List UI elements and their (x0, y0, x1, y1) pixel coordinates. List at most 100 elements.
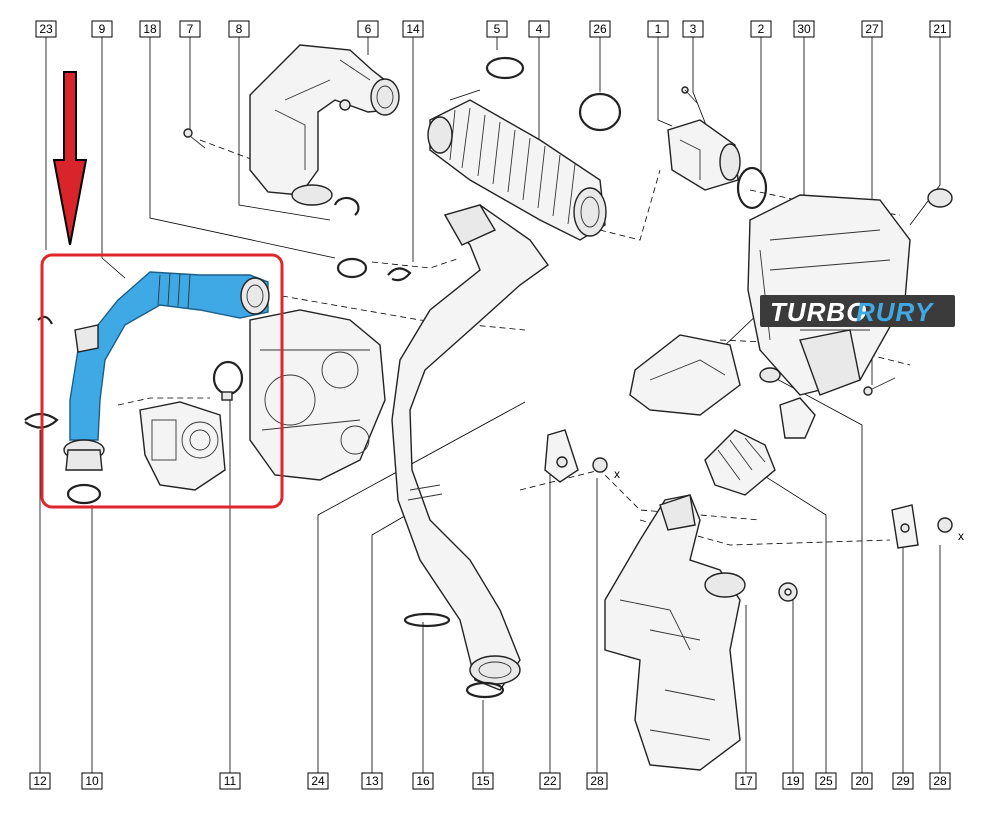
callout-label: 2 (750, 20, 772, 38)
callout-label-text: 20 (855, 774, 869, 788)
grommet-part-20 (759, 367, 781, 383)
callout-label-text: 4 (536, 22, 543, 36)
callout-label: 21 (929, 20, 951, 38)
callout-label-text: 3 (690, 22, 697, 36)
callout-label-text: 21 (933, 22, 947, 36)
callout-label-text: 29 (896, 774, 910, 788)
hose-part-25 (704, 397, 816, 496)
callout-label-text: 15 (476, 774, 490, 788)
seal-ring-part-2 (736, 166, 768, 210)
airflow-meter-part-1 (667, 86, 741, 191)
callout-label-text: 28 (933, 774, 947, 788)
callout-label-text: 9 (99, 22, 106, 36)
callout-label-text: 17 (739, 774, 753, 788)
callout-label-text: 12 (33, 774, 47, 788)
callout-label: 15 (472, 772, 494, 790)
callout-label-text: 18 (143, 22, 157, 36)
callout-label: 17 (735, 772, 757, 790)
callout-label: 1 (647, 20, 669, 38)
callout-label-text: 14 (406, 22, 420, 36)
callout-label: 13 (361, 772, 383, 790)
callout-label: 3 (682, 20, 704, 38)
callout-label-text: 16 (416, 774, 430, 788)
logo-text-part1: TURBO (770, 297, 867, 327)
bracket-part-22 (544, 429, 579, 483)
bottom-callouts: 12 10 11 24 13 16 15 22 28 17 19 25 20 2… (29, 772, 951, 790)
bracket-part-29 (891, 504, 919, 549)
callout-label: 4 (528, 20, 550, 38)
callout-label-text: 13 (365, 774, 379, 788)
callout-label-text: 26 (593, 22, 607, 36)
axis-mark: x (958, 529, 964, 543)
callout-label: 18 (139, 20, 161, 38)
callout-label: 9 (91, 20, 113, 38)
callout-label-text: 1 (655, 22, 662, 36)
callout-label: 6 (357, 20, 379, 38)
intercooler-pipe-part-24-13 (391, 204, 549, 691)
callout-label-text: 2 (758, 22, 765, 36)
axis-mark: x (614, 467, 620, 481)
brand-logo: TURBO RURY (760, 295, 955, 327)
callout-label: 11 (219, 772, 241, 790)
callout-label-text: 19 (786, 774, 800, 788)
callout-label: 26 (589, 20, 611, 38)
callout-label-text: 24 (311, 774, 325, 788)
callout-label: 8 (228, 20, 250, 38)
intake-housing-part-6-8 (249, 44, 400, 216)
logo-text-part2: RURY (856, 297, 935, 327)
callout-label: 7 (179, 20, 201, 38)
callout-label: 25 (815, 772, 837, 790)
hose-clamp-part-26 (578, 92, 622, 132)
callout-label: 23 (35, 20, 57, 38)
callout-label-text: 11 (224, 774, 237, 788)
clip-part-12 (24, 315, 59, 429)
callout-label: 20 (851, 772, 873, 790)
cover-part-30 (629, 334, 741, 416)
corrugated-hose-part-4 (427, 99, 607, 241)
callout-label-text: 7 (187, 22, 194, 36)
callout-label-text: 6 (365, 22, 372, 36)
callout-label-text: 28 (590, 774, 604, 788)
callout-label: 16 (412, 772, 434, 790)
callout-label: 27 (861, 20, 883, 38)
callout-label-text: 27 (865, 22, 879, 36)
callout-label: 28 (586, 772, 608, 790)
callout-label: 5 (486, 20, 508, 38)
callout-label-text: 22 (543, 774, 557, 788)
callout-label-text: 25 (819, 774, 833, 788)
nut-part-28-left: x (592, 457, 620, 481)
clip-part-14 (387, 267, 412, 282)
bolt-part-7 (183, 128, 206, 149)
o-ring-part-10 (66, 483, 102, 505)
callout-label-text: 23 (39, 22, 53, 36)
air-box-part-17 (604, 494, 746, 771)
callout-label-text: 8 (236, 22, 243, 36)
callout-label-text: 10 (85, 774, 99, 788)
callout-label-text: 5 (494, 22, 501, 36)
grommet-part-19 (778, 582, 798, 602)
highlight-frame (40, 253, 284, 509)
seal-part-16 (403, 612, 451, 628)
hose-clamp-part-11 (212, 360, 244, 401)
bolt-part-27 (863, 377, 896, 396)
turbocharger-block (249, 309, 386, 481)
o-ring-part-18 (336, 257, 368, 279)
callout-label: 30 (793, 20, 815, 38)
nut-part-28-right: x (937, 517, 964, 543)
callout-label: 12 (29, 772, 51, 790)
callout-label-text: 30 (797, 22, 811, 36)
callout-label: 14 (402, 20, 424, 38)
throttle-body (139, 401, 226, 491)
callout-label: 24 (307, 772, 329, 790)
highlighted-hose-part-9 (63, 271, 270, 471)
callout-label: 28 (929, 772, 951, 790)
plug-part-21 (927, 188, 953, 208)
top-callouts: 23 9 18 7 8 6 14 5 4 26 1 3 2 30 27 21 (35, 20, 951, 38)
callout-label: 22 (539, 772, 561, 790)
callout-label: 29 (892, 772, 914, 790)
callout-label: 10 (81, 772, 103, 790)
hose-clamp-part-5 (449, 56, 525, 101)
callout-label: 19 (782, 772, 804, 790)
